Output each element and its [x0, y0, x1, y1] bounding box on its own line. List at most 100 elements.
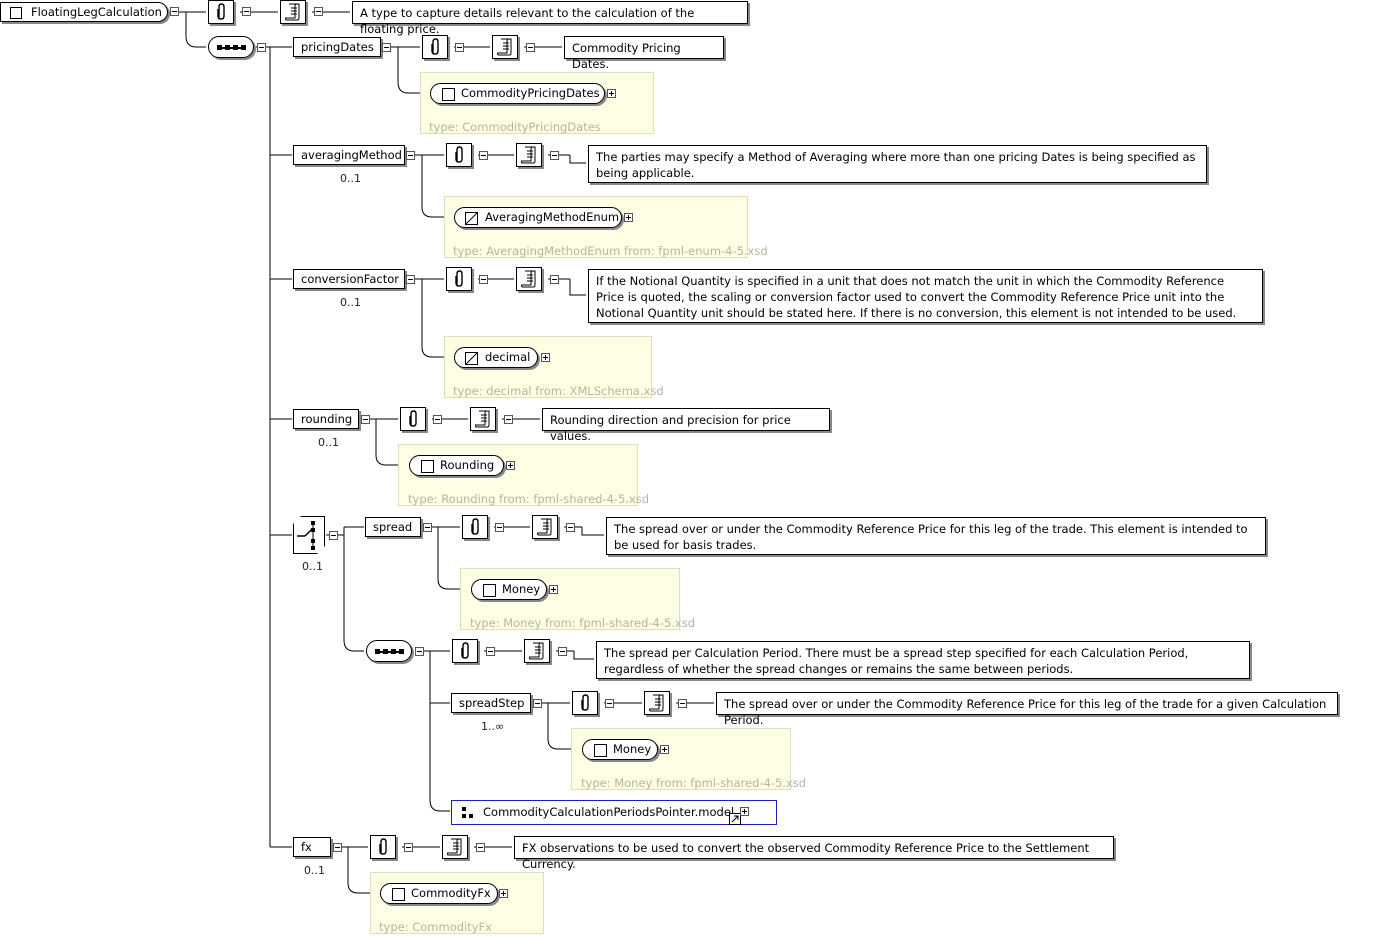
- type-CommodityPricingDates[interactable]: CommodityPricingDates: [430, 83, 605, 104]
- collapse-toggle[interactable]: [314, 7, 323, 16]
- documentation-icon[interactable]: [280, 0, 306, 24]
- collapse-toggle[interactable]: [479, 275, 488, 284]
- collapse-toggle[interactable]: [406, 275, 415, 284]
- collapse-toggle[interactable]: [406, 151, 415, 160]
- collapse-toggle[interactable]: [550, 151, 559, 160]
- annotation-icon[interactable]: [400, 407, 426, 431]
- documentation-icon[interactable]: [492, 35, 518, 59]
- type-label: type: Rounding from: fpml-shared-4-5.xsd: [408, 492, 650, 506]
- root-element[interactable]: FloatingLegCalculation: [0, 2, 168, 22]
- element-spread[interactable]: spread: [365, 517, 421, 537]
- collapse-toggle[interactable]: [382, 43, 391, 52]
- scroll-icon: [529, 642, 544, 660]
- group-icon: [462, 807, 473, 818]
- documentation-icon[interactable]: [442, 835, 468, 859]
- type-label: type: Money from: fpml-shared-4-5.xsd: [470, 616, 696, 630]
- collapse-toggle[interactable]: [550, 275, 559, 284]
- type-CommodityFx[interactable]: CommodityFx: [380, 883, 498, 904]
- occurrence-label: 1..∞: [481, 720, 505, 733]
- collapse-toggle[interactable]: [476, 843, 485, 852]
- documentation-icon[interactable]: [516, 143, 542, 167]
- element-pricingDates[interactable]: pricingDates: [293, 37, 381, 57]
- paperclip-icon: [581, 694, 589, 711]
- occurrence-label: 0..1: [302, 560, 323, 573]
- group-reference[interactable]: CommodityCalculationPeriodsPointer.model: [451, 800, 777, 825]
- collapse-toggle[interactable]: [423, 523, 432, 532]
- collapse-toggle[interactable]: [257, 43, 266, 52]
- element-conversionFactor[interactable]: conversionFactor: [293, 269, 405, 289]
- link-arrow-icon: [729, 813, 741, 825]
- annotation-icon[interactable]: [446, 143, 472, 167]
- expand-toggle[interactable]: [499, 889, 508, 898]
- collapse-toggle[interactable]: [170, 7, 179, 16]
- collapse-toggle[interactable]: [415, 647, 424, 656]
- documentation-icon[interactable]: [532, 515, 558, 539]
- scroll-icon: [649, 694, 664, 712]
- paperclip-icon: [461, 642, 469, 659]
- annotation-icon[interactable]: [422, 35, 448, 59]
- type-AveragingMethodEnum[interactable]: AveragingMethodEnum: [454, 207, 622, 228]
- expand-toggle[interactable]: [624, 213, 633, 222]
- type-Money[interactable]: Money: [471, 579, 547, 600]
- element-rounding[interactable]: rounding: [293, 409, 359, 429]
- expand-toggle[interactable]: [607, 89, 616, 98]
- paperclip-icon: [217, 3, 225, 20]
- type-Money[interactable]: Money: [582, 739, 658, 760]
- root-documentation: A type to capture details relevant to th…: [352, 1, 748, 36]
- paperclip-icon: [455, 270, 463, 287]
- sequence-compositor[interactable]: [366, 640, 412, 662]
- scroll-icon: [447, 838, 462, 856]
- paperclip-icon: [455, 146, 463, 163]
- annotation-icon[interactable]: [208, 0, 234, 24]
- expand-toggle[interactable]: [506, 461, 515, 470]
- collapse-toggle[interactable]: [329, 531, 338, 540]
- collapse-toggle[interactable]: [433, 415, 442, 424]
- collapse-toggle[interactable]: [333, 843, 342, 852]
- element-averagingMethod[interactable]: averagingMethod: [293, 145, 405, 165]
- expand-toggle[interactable]: [549, 585, 558, 594]
- element-label: fx: [301, 840, 312, 854]
- documentation-icon[interactable]: [470, 407, 496, 431]
- occurrence-label: 0..1: [304, 864, 325, 877]
- group-reference-label: CommodityCalculationPeriodsPointer.model: [483, 805, 735, 819]
- sequence-compositor[interactable]: [208, 36, 254, 58]
- expand-toggle[interactable]: [541, 353, 550, 362]
- annotation-icon[interactable]: [572, 691, 598, 715]
- documentation-box: FX observations to be used to convert th…: [514, 836, 1114, 871]
- documentation-icon[interactable]: [516, 267, 542, 291]
- collapse-toggle[interactable]: [455, 43, 464, 52]
- collapse-toggle[interactable]: [486, 647, 495, 656]
- type-Rounding[interactable]: Rounding: [409, 455, 504, 476]
- expand-toggle[interactable]: [740, 807, 749, 816]
- scroll-icon: [521, 146, 536, 164]
- collapse-toggle[interactable]: [605, 699, 614, 708]
- documentation-icon[interactable]: [644, 691, 670, 715]
- scroll-icon: [285, 3, 300, 21]
- annotation-icon[interactable]: [446, 267, 472, 291]
- documentation-icon[interactable]: [524, 639, 550, 663]
- annotation-icon[interactable]: [452, 639, 478, 663]
- scroll-icon: [521, 270, 536, 288]
- element-spreadStep[interactable]: spreadStep: [451, 693, 531, 713]
- collapse-toggle[interactable]: [533, 699, 542, 708]
- choice-compositor[interactable]: [293, 516, 325, 554]
- element-label: averagingMethod: [301, 148, 402, 162]
- expand-toggle[interactable]: [660, 745, 669, 754]
- collapse-toggle[interactable]: [526, 43, 535, 52]
- collapse-toggle[interactable]: [479, 151, 488, 160]
- collapse-toggle[interactable]: [558, 647, 567, 656]
- collapse-toggle[interactable]: [242, 7, 251, 16]
- collapse-toggle[interactable]: [361, 415, 370, 424]
- collapse-toggle[interactable]: [504, 415, 513, 424]
- annotation-icon[interactable]: [370, 835, 396, 859]
- collapse-toggle[interactable]: [678, 699, 687, 708]
- collapse-toggle[interactable]: [495, 523, 504, 532]
- type-box: [444, 336, 652, 398]
- collapse-toggle[interactable]: [566, 523, 575, 532]
- scroll-icon: [537, 518, 552, 536]
- collapse-toggle[interactable]: [404, 843, 413, 852]
- element-fx[interactable]: fx: [293, 837, 331, 857]
- annotation-icon[interactable]: [462, 515, 488, 539]
- type-decimal[interactable]: decimal: [454, 347, 538, 368]
